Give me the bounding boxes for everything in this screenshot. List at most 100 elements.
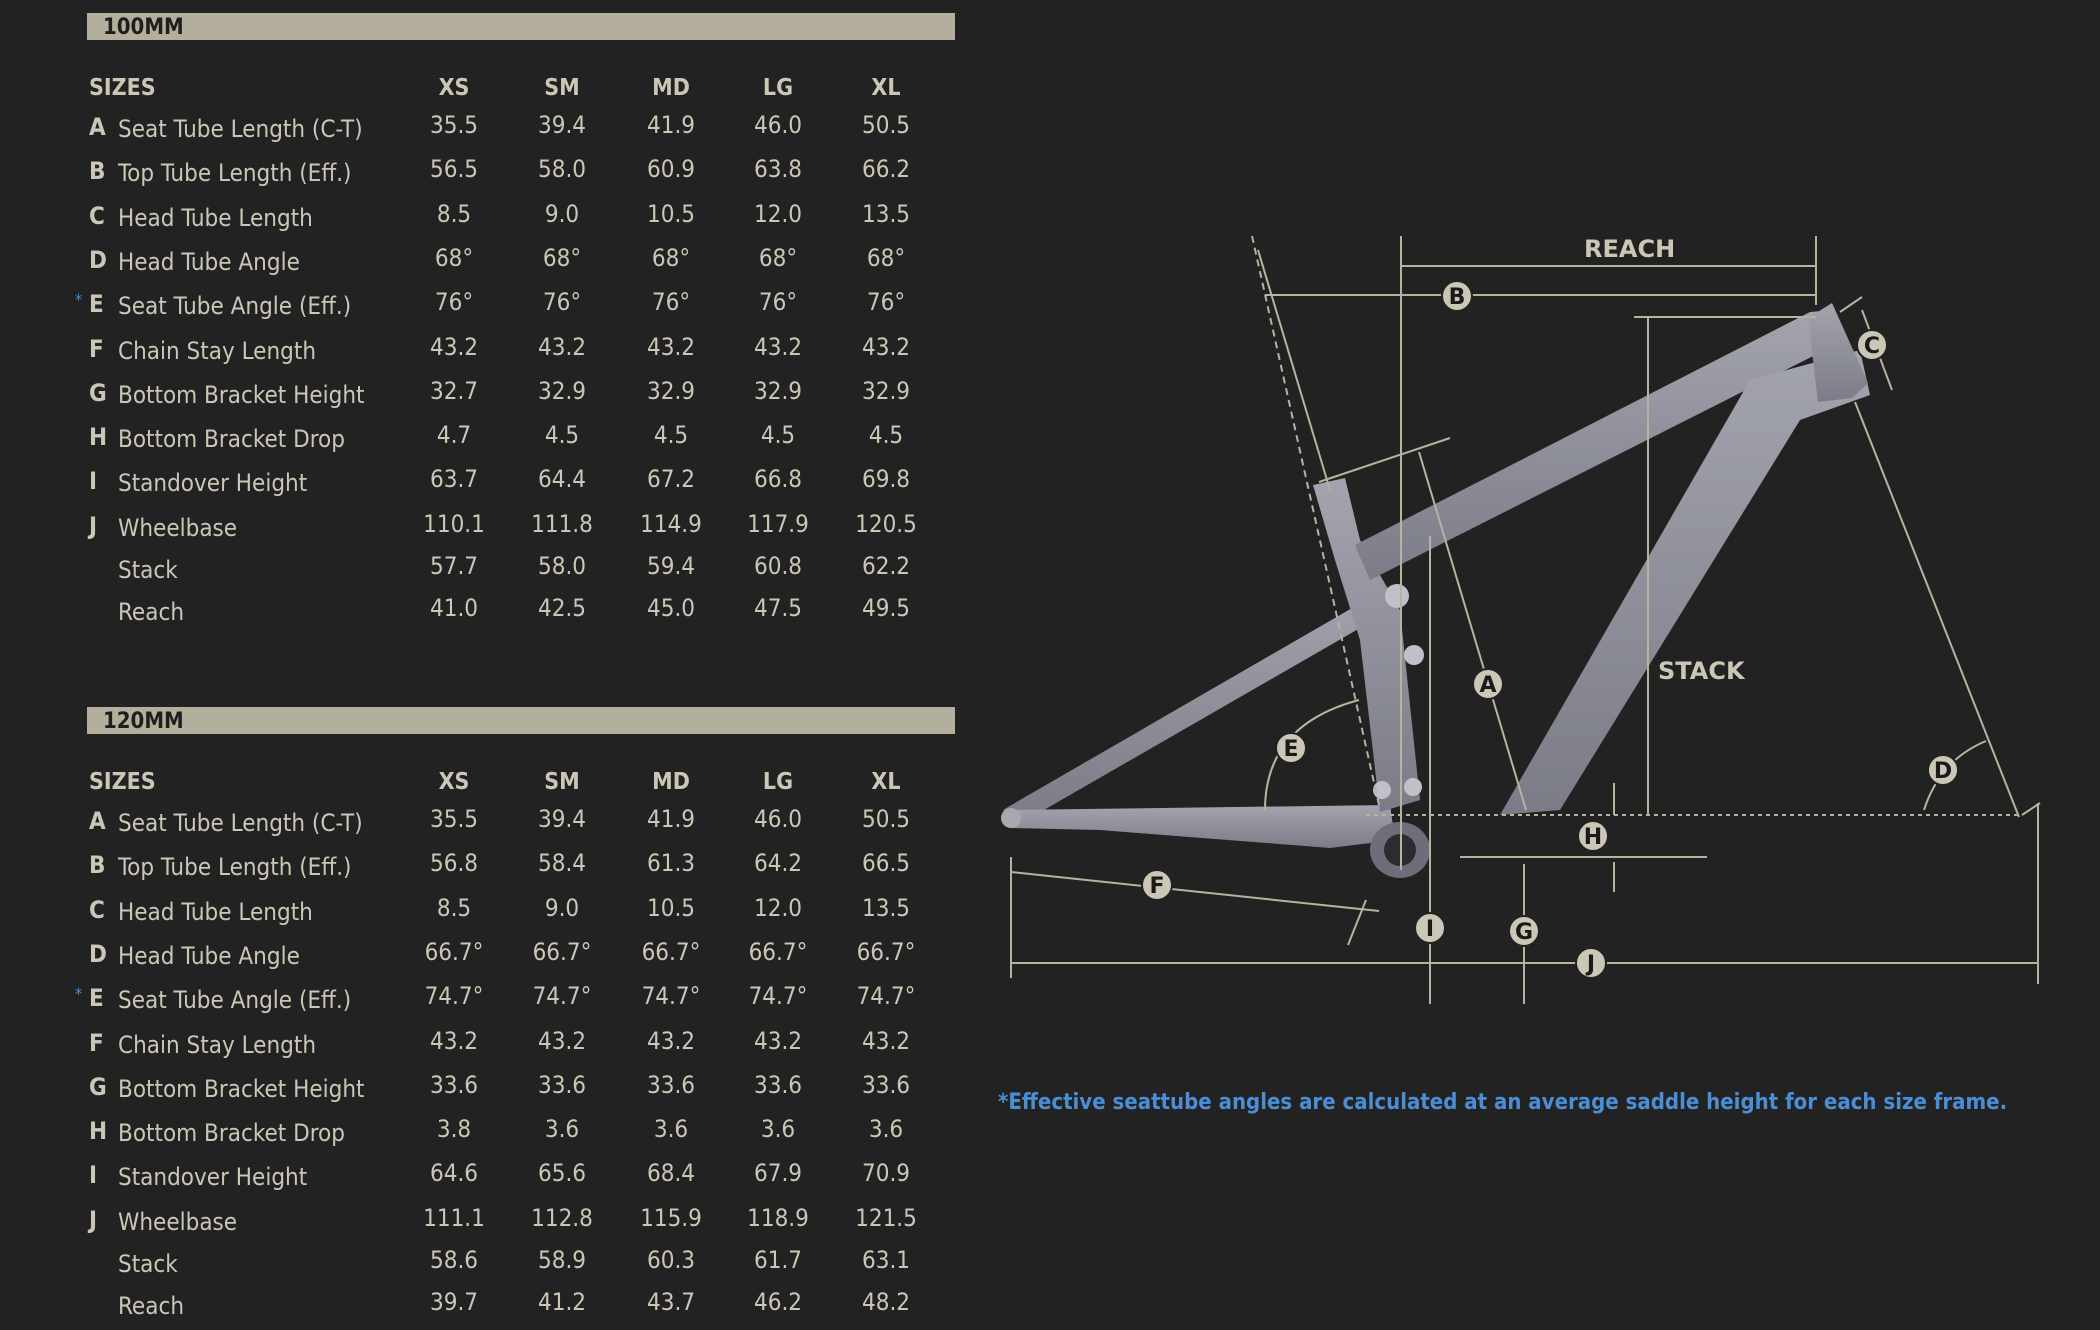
cell-value: 9.0 xyxy=(544,199,580,228)
cell-value: 76° xyxy=(758,288,798,317)
row-label: Wheelbase xyxy=(118,1207,238,1236)
cell-value: 74.7° xyxy=(532,982,592,1011)
row-label: Stack xyxy=(118,556,178,584)
cell-value: 66.7° xyxy=(532,937,592,966)
cell-value: 9.0 xyxy=(544,893,580,922)
cell-value: 4.7 xyxy=(436,421,472,450)
cell-value: 66.8 xyxy=(753,465,803,494)
cell-value: 41.9 xyxy=(646,111,696,139)
row-letter: F xyxy=(89,334,104,363)
row-label: Top Tube Length (Eff.) xyxy=(118,853,352,882)
marker-j: J xyxy=(1575,947,1607,979)
cell-value: 43.2 xyxy=(429,1026,479,1055)
cell-value: 68° xyxy=(434,243,474,272)
cell-value: 4.5 xyxy=(760,421,796,450)
row-letter: A xyxy=(89,113,106,141)
cell-value: 46.0 xyxy=(753,111,803,139)
cell-value: 60.9 xyxy=(646,155,696,184)
cell-value: 35.5 xyxy=(429,805,479,833)
cell-value: 111.1 xyxy=(423,1203,485,1232)
column-header-md: MD xyxy=(652,769,690,795)
cell-value: 41.2 xyxy=(537,1287,587,1316)
table-title-bar: 100MM xyxy=(87,13,955,40)
row-letter: G xyxy=(89,1072,107,1101)
cell-value: 58.0 xyxy=(537,552,587,580)
cell-value: 76° xyxy=(542,288,582,317)
cell-value: 41.0 xyxy=(429,593,479,622)
cell-value: 120.5 xyxy=(855,509,917,538)
cell-value: 76° xyxy=(866,288,906,317)
cell-value: 63.1 xyxy=(861,1246,911,1274)
cell-value: 4.5 xyxy=(868,421,904,450)
cell-value: 117.9 xyxy=(747,509,809,538)
sizes-header: SIZES xyxy=(89,75,156,101)
cell-value: 68° xyxy=(542,243,582,272)
column-header-xl: XL xyxy=(871,75,901,101)
marker-g: G xyxy=(1508,915,1540,947)
cell-value: 47.5 xyxy=(753,593,803,622)
cell-value: 58.0 xyxy=(537,155,587,184)
row-letter: D xyxy=(89,245,107,274)
cell-value: 39.4 xyxy=(537,805,587,833)
cell-value: 69.8 xyxy=(861,465,911,494)
column-header-xs: XS xyxy=(438,769,470,795)
cell-value: 68° xyxy=(866,243,906,272)
cell-value: 8.5 xyxy=(436,199,472,228)
row-letter: H xyxy=(89,423,108,452)
cell-value: 43.2 xyxy=(537,1026,587,1055)
cell-value: 4.5 xyxy=(544,421,580,450)
row-label: Standover Height xyxy=(118,1163,308,1192)
cell-value: 50.5 xyxy=(861,805,911,833)
cell-value: 110.1 xyxy=(423,509,485,538)
row-letter: C xyxy=(89,201,105,230)
cell-value: 60.8 xyxy=(753,552,803,580)
stack-label: STACK xyxy=(1658,657,1746,685)
marker-f: F xyxy=(1141,869,1173,901)
row-label: Head Tube Angle xyxy=(118,247,300,276)
row-label: Bottom Bracket Drop xyxy=(118,1119,345,1148)
row-letter: G xyxy=(89,378,107,407)
row-letter: E xyxy=(89,984,104,1013)
cell-value: 66.7° xyxy=(748,937,808,966)
cell-value: 43.2 xyxy=(537,332,587,361)
cell-value: 39.7 xyxy=(429,1287,479,1316)
cell-value: 64.4 xyxy=(537,465,587,494)
row-letter: C xyxy=(89,895,105,924)
cell-value: 60.3 xyxy=(646,1246,696,1274)
cell-value: 66.2 xyxy=(861,155,911,184)
svg-text:I: I xyxy=(1426,917,1434,942)
row-letter: H xyxy=(89,1117,108,1146)
row-label: Seat Tube Angle (Eff.) xyxy=(118,292,352,321)
cell-value: 43.2 xyxy=(753,332,803,361)
cell-value: 33.6 xyxy=(537,1070,587,1099)
cell-value: 3.8 xyxy=(436,1115,472,1144)
cell-value: 33.6 xyxy=(861,1070,911,1099)
cell-value: 35.5 xyxy=(429,111,479,139)
cell-value: 43.2 xyxy=(646,1026,696,1055)
cell-value: 64.6 xyxy=(429,1159,479,1188)
cell-value: 67.2 xyxy=(646,465,696,494)
cell-value: 32.9 xyxy=(537,376,587,405)
cell-value: 56.5 xyxy=(429,155,479,184)
row-label: Stack xyxy=(118,1250,178,1278)
cell-value: 43.2 xyxy=(646,332,696,361)
cell-value: 74.7° xyxy=(641,982,701,1011)
cell-value: 66.5 xyxy=(861,849,911,878)
cell-value: 4.5 xyxy=(653,421,689,450)
cell-value: 49.5 xyxy=(861,593,911,622)
cell-value: 56.8 xyxy=(429,849,479,878)
cell-value: 114.9 xyxy=(640,509,702,538)
svg-text:H: H xyxy=(1584,825,1602,850)
cell-value: 58.6 xyxy=(429,1246,479,1274)
cell-value: 32.9 xyxy=(646,376,696,405)
cell-value: 46.2 xyxy=(753,1287,803,1316)
cell-value: 76° xyxy=(651,288,691,317)
